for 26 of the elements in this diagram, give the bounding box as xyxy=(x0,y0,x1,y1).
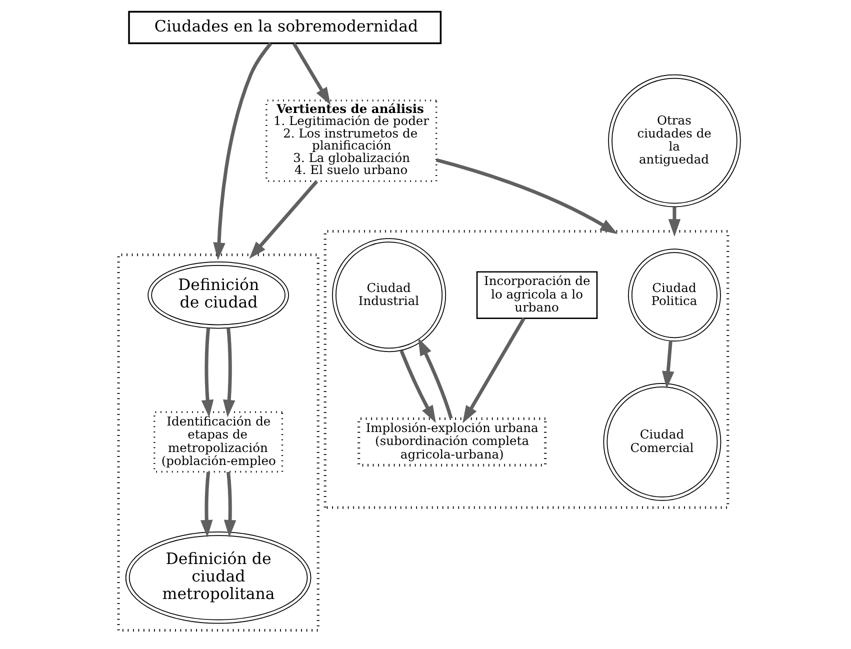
node-box: Implosión-exploción urbana (subordinación completa agricola-urbana) xyxy=(357,417,546,466)
arrow xyxy=(248,180,318,259)
node-circle: Ciudad Comercial xyxy=(602,382,721,501)
node-ellipse: Definición de ciudad xyxy=(147,261,288,329)
node-ellipse: Definición de ciudad metropolitana xyxy=(124,532,311,624)
cluster xyxy=(116,254,319,632)
arrow xyxy=(435,158,618,234)
node-circle: Ciudad Politica xyxy=(628,248,720,342)
node-box: Ciudades en la sobremodernidad xyxy=(128,10,442,44)
arrow xyxy=(222,328,235,418)
arrow xyxy=(223,472,236,538)
arrow xyxy=(399,350,436,424)
arrow xyxy=(662,341,674,389)
arrow xyxy=(212,42,272,260)
node-circle: Ciudad Industrial xyxy=(332,238,446,352)
arrow xyxy=(668,207,680,237)
node-box: Identificación de etapas de metropolización (población-empleo xyxy=(153,411,283,473)
node-box: Incorporación de lo agricola a lo urbano xyxy=(476,271,598,319)
arrow xyxy=(292,42,330,105)
cluster xyxy=(323,230,729,509)
arrow xyxy=(462,317,525,424)
node-box: Vertientes de análisis 1. Legitimación de poder 2. Los instrumetos de planificación 3. La globalización 4. El suelo urbano xyxy=(265,100,437,182)
arrow xyxy=(200,472,212,538)
arrow xyxy=(418,338,452,419)
node-circle: Otras ciudades de la antiguedad xyxy=(608,74,740,208)
arrow xyxy=(200,328,214,418)
